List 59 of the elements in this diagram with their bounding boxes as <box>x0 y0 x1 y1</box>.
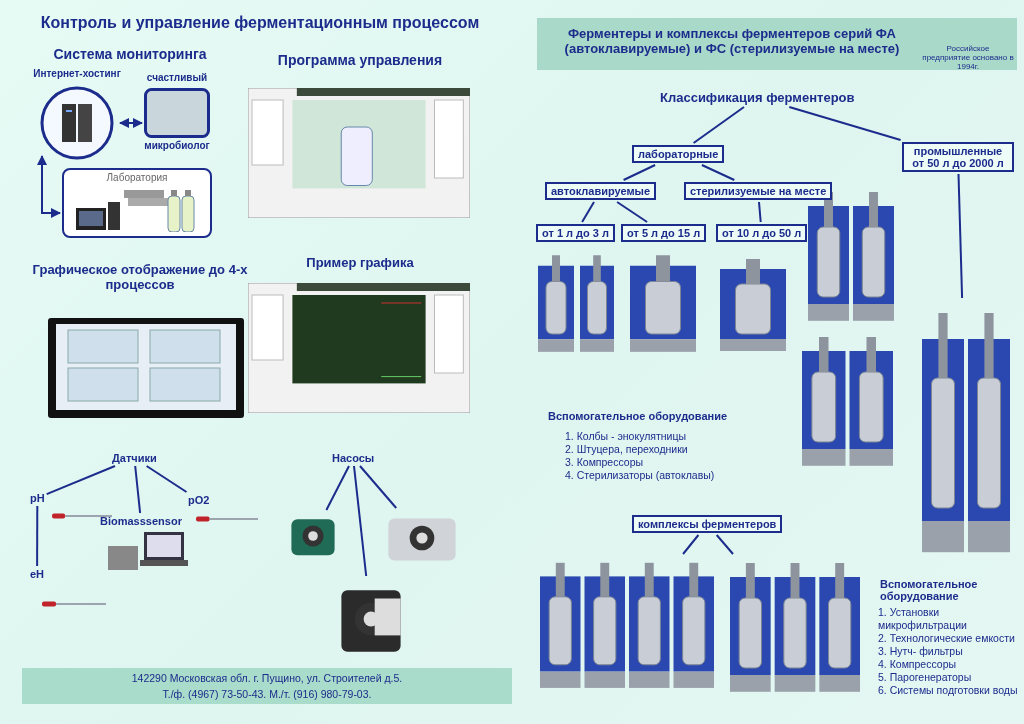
category-box: от 10 л до 50 л <box>716 224 808 242</box>
category-box: от 1 л до 3 л <box>536 224 616 242</box>
connector-line <box>581 201 595 223</box>
connector-line <box>957 173 964 299</box>
section-heading: Система мониторинга <box>52 46 208 62</box>
connector-line <box>45 465 116 496</box>
banner-heading: Ферментеры и комплексы ферментеров серий ФА (автоклавируемые) и ФС (стерилизуемые на месте) <box>563 26 901 56</box>
list-item: 1. Установки микрофильтрации <box>878 606 968 632</box>
connector-line <box>145 465 188 493</box>
caption-text: микробиолог <box>143 140 211 151</box>
section-heading: Графическое отображение до 4-х процессов <box>31 262 249 292</box>
item-heading: pO2 <box>188 494 210 506</box>
address-text: 142290 Московская обл. г. Пущино, ул. Строителей д.5. <box>130 672 404 685</box>
banner-note: Российское предприятие основано в 1994г. <box>922 44 1014 71</box>
caption-text: счастливый <box>145 72 209 83</box>
diagram-heading: Классификация ферментеров <box>660 90 855 105</box>
connector-line <box>715 534 734 555</box>
section-heading: Пример графика <box>305 255 415 270</box>
item-heading: eH <box>30 568 45 580</box>
connector-line <box>36 505 39 567</box>
panel-title: Лаборатория <box>105 172 169 183</box>
list-item: 4. Компрессоры <box>878 658 958 671</box>
phone-text: Т./ф. (4967) 73-50-43. М./т. (916) 980-79-03. <box>161 688 373 701</box>
section-heading: Программа управления <box>276 52 444 68</box>
connector-line <box>788 106 902 141</box>
item-heading: Датчики <box>112 452 157 464</box>
title-banner <box>537 18 1017 70</box>
connector-line <box>353 465 368 577</box>
list-item: 5. Парогенераторы <box>878 671 973 684</box>
page-title: Контроль и управление ферментационным процессом <box>40 14 480 32</box>
list-heading: Вспомогательное оборудование <box>880 578 979 602</box>
category-box: лабораторные <box>632 145 725 163</box>
category-box: стерилизуемые на месте <box>684 182 833 200</box>
connector-line <box>682 534 700 555</box>
connector-line <box>758 201 762 223</box>
category-box: промышленные от 50 л до 2000 л <box>902 142 1014 172</box>
arrow <box>37 155 61 218</box>
list-item: 2. Штуцера, переходники <box>565 443 689 456</box>
connector-line <box>325 465 350 511</box>
connector-line <box>359 465 398 509</box>
list-heading: Вспомогательное оборудование <box>548 410 729 422</box>
category-box: от 5 л до 15 л <box>621 224 707 242</box>
item-heading: Biomasssensor <box>100 515 182 527</box>
list-item: 2. Технологические емкости <box>878 632 1016 645</box>
category-box: автоклавируемые <box>545 182 657 200</box>
list-item: 3. Компрессоры <box>565 456 645 469</box>
lab-panel <box>62 168 212 238</box>
list-item: 3. Нутч- фильтры <box>878 645 964 658</box>
list-item: 6. Системы подготовки воды <box>878 684 1019 697</box>
item-heading: Насосы <box>332 452 375 464</box>
caption-text: Интернет-хостинг <box>32 68 122 79</box>
connector-line <box>616 201 649 223</box>
arrow <box>119 118 143 128</box>
list-item: 4. Стерилизаторы (автоклавы) <box>565 469 716 482</box>
list-item: 1. Колбы - энокулятницы <box>565 430 687 443</box>
connector-line <box>134 465 142 514</box>
item-heading: pH <box>30 492 45 504</box>
category-box: комплексы ферментеров <box>632 515 783 533</box>
connector-line <box>692 106 745 144</box>
